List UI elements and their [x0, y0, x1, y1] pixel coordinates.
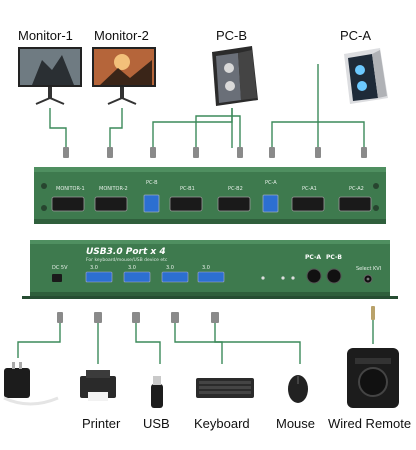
usb-label-3: 3.0	[166, 265, 174, 271]
port-label-pc-a1: PC-A1	[302, 186, 317, 192]
port-label-pc-b2: PC-B2	[228, 186, 243, 192]
bottom-plugs	[57, 306, 375, 323]
printer-label: Printer	[82, 416, 121, 431]
port-label-pc-b1: PC-B1	[180, 186, 195, 192]
wired-remote-label: Wired Remote	[328, 416, 412, 431]
bottom-connection-lines	[17, 318, 374, 364]
usb-port-subtitle: For keyboard/mouse/USB device etc	[86, 258, 168, 263]
port-label-monitor-1: MONITOR-1	[56, 186, 85, 192]
monitor-1-image	[18, 47, 82, 105]
port-label-pc-a: PC-A	[265, 180, 277, 186]
front-panel-ports	[52, 268, 373, 284]
monitor-1-label: Monitor-1	[18, 28, 73, 43]
port-label-pc-b: PC-B	[146, 180, 158, 186]
usb-label-2: 3.0	[128, 265, 136, 271]
pc-b-image	[212, 46, 258, 106]
keyboard-image	[196, 378, 254, 398]
usb-label-4: 3.0	[202, 265, 210, 271]
usb-label-1: 3.0	[90, 265, 98, 271]
top-plugs	[63, 147, 367, 158]
top-connection-lines	[49, 64, 365, 148]
usb-port-title: USB3.0 Port x 4	[86, 247, 166, 257]
monitor-2-image	[92, 47, 156, 105]
select-kvi-label: Select KVI	[356, 266, 382, 272]
printer-image	[80, 370, 116, 401]
wired-remote-image	[347, 348, 399, 408]
front-panel	[22, 240, 398, 299]
dc-5v-label: DC 5V	[52, 265, 68, 271]
mouse-label: Mouse	[276, 416, 316, 431]
usb-drive-image	[151, 376, 163, 408]
usb-label: USB	[143, 416, 170, 431]
keyboard-label: Keyboard	[194, 416, 250, 431]
pc-b-label: PC-B	[216, 28, 248, 43]
back-panel	[34, 167, 386, 224]
pc-a-button-label: PC-A	[305, 254, 322, 261]
monitor-2-label: Monitor-2	[94, 28, 149, 43]
pc-a-label: PC-A	[340, 28, 372, 43]
port-label-pc-a2: PC-A2	[349, 186, 364, 192]
pc-a-image	[344, 48, 388, 104]
mouse-image	[288, 375, 308, 403]
back-panel-ports	[51, 194, 372, 213]
pc-b-button-label: PC-B	[326, 254, 343, 261]
port-label-monitor-2: MONITOR-2	[99, 186, 128, 192]
charger-image	[3, 362, 59, 406]
